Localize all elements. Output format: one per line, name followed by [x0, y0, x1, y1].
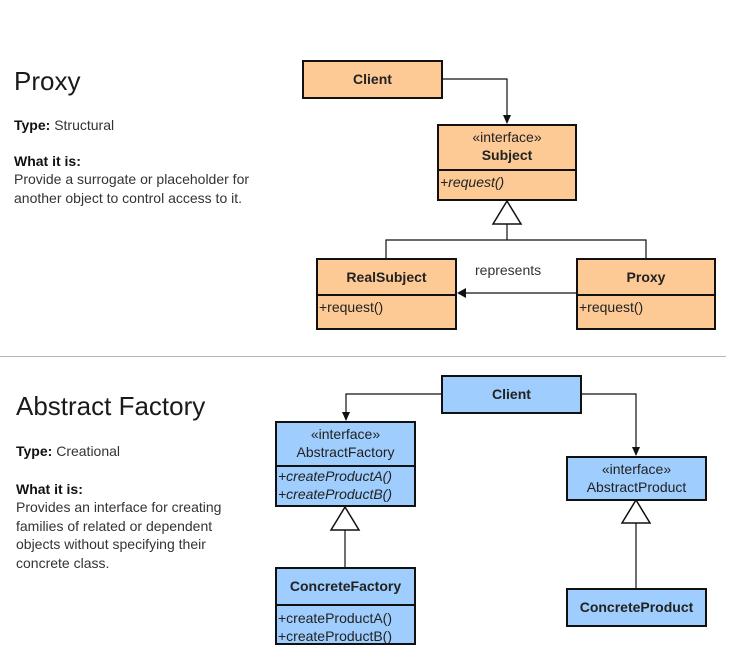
uml-class-concretefactory: ConcreteFactory +createProductA() +creat… [275, 567, 416, 645]
inheritance-triangle [329, 505, 361, 531]
operation: +request() [579, 299, 644, 315]
type-label: Type: [16, 443, 53, 459]
client-subject-association [442, 78, 508, 123]
uml-class-proxy: Proxy +request() [576, 258, 716, 330]
operation: +createProductA() [278, 610, 392, 626]
stereotype-label: «interface» [472, 129, 542, 145]
operation: +createProductB() [278, 486, 392, 502]
class-name: AbstractProduct [586, 479, 687, 495]
type-value: Creational [56, 443, 121, 459]
uml-class-client: Client [441, 375, 582, 414]
relation-label-represents: represents [475, 262, 542, 278]
client-abstractproduct-association [581, 393, 637, 455]
abstract-factory-type: Type: Creational [16, 442, 120, 460]
what-label: What it is: [16, 481, 83, 497]
operations-compartment: +request() [318, 294, 455, 318]
client-abstractfactory-association [345, 393, 442, 420]
class-name: Proxy [626, 269, 666, 285]
operation: +request() [440, 174, 505, 190]
section-title-proxy: Proxy [14, 66, 81, 96]
uml-interface-abstractproduct: «interface» AbstractProduct [566, 456, 707, 501]
operation: +createProductA() [278, 468, 392, 484]
operations-compartment: +createProductA() +createProductB() [277, 604, 414, 645]
type-value: Structural [54, 117, 115, 133]
inheritance-triangle [491, 199, 523, 225]
uml-class-concreteproduct: ConcreteProduct [566, 588, 707, 627]
abstract-factory-what-it-is: What it is: [16, 480, 83, 498]
proxy-what-it-is: What it is: [14, 152, 81, 170]
type-label: Type: [14, 117, 51, 133]
uml-class-realsubject: RealSubject +request() [316, 258, 457, 330]
stereotype-label: «interface» [601, 461, 672, 477]
operations-compartment: +request() [578, 294, 714, 318]
class-name: Client [353, 71, 392, 87]
proxy-description: Provide a surrogate or placeholder for a… [14, 171, 250, 206]
inheritance-triangle [620, 498, 652, 524]
inheritance-branch [385, 239, 647, 258]
operation: +createProductB() [278, 628, 392, 644]
uml-interface-abstractfactory: «interface» AbstractFactory +createProdu… [275, 421, 416, 507]
operations-compartment: +createProductA() +createProductB() [277, 465, 414, 503]
proxy-type: Type: Structural [14, 116, 114, 134]
class-name: Subject [481, 147, 533, 163]
class-name: Client [492, 386, 531, 402]
section-divider [0, 356, 726, 357]
what-label: What it is: [14, 153, 81, 169]
arrowhead [457, 288, 466, 298]
arrowhead [342, 412, 350, 421]
class-name: ConcreteFactory [289, 578, 402, 594]
class-name: RealSubject [346, 269, 427, 285]
stereotype-label: «interface» [310, 426, 381, 442]
operation: +request() [319, 299, 384, 315]
operations-compartment: +request() [439, 169, 575, 193]
class-name: AbstractFactory [296, 444, 395, 460]
class-name: ConcreteProduct [579, 599, 694, 615]
abstract-factory-description: Provides an interface for creating famil… [16, 499, 222, 571]
arrowhead [503, 115, 511, 124]
uml-interface-subject: «interface» Subject +request() [437, 124, 577, 201]
section-title-abstract-factory: Abstract Factory [16, 391, 206, 421]
arrowhead [632, 447, 640, 456]
uml-class-client: Client [302, 60, 443, 99]
